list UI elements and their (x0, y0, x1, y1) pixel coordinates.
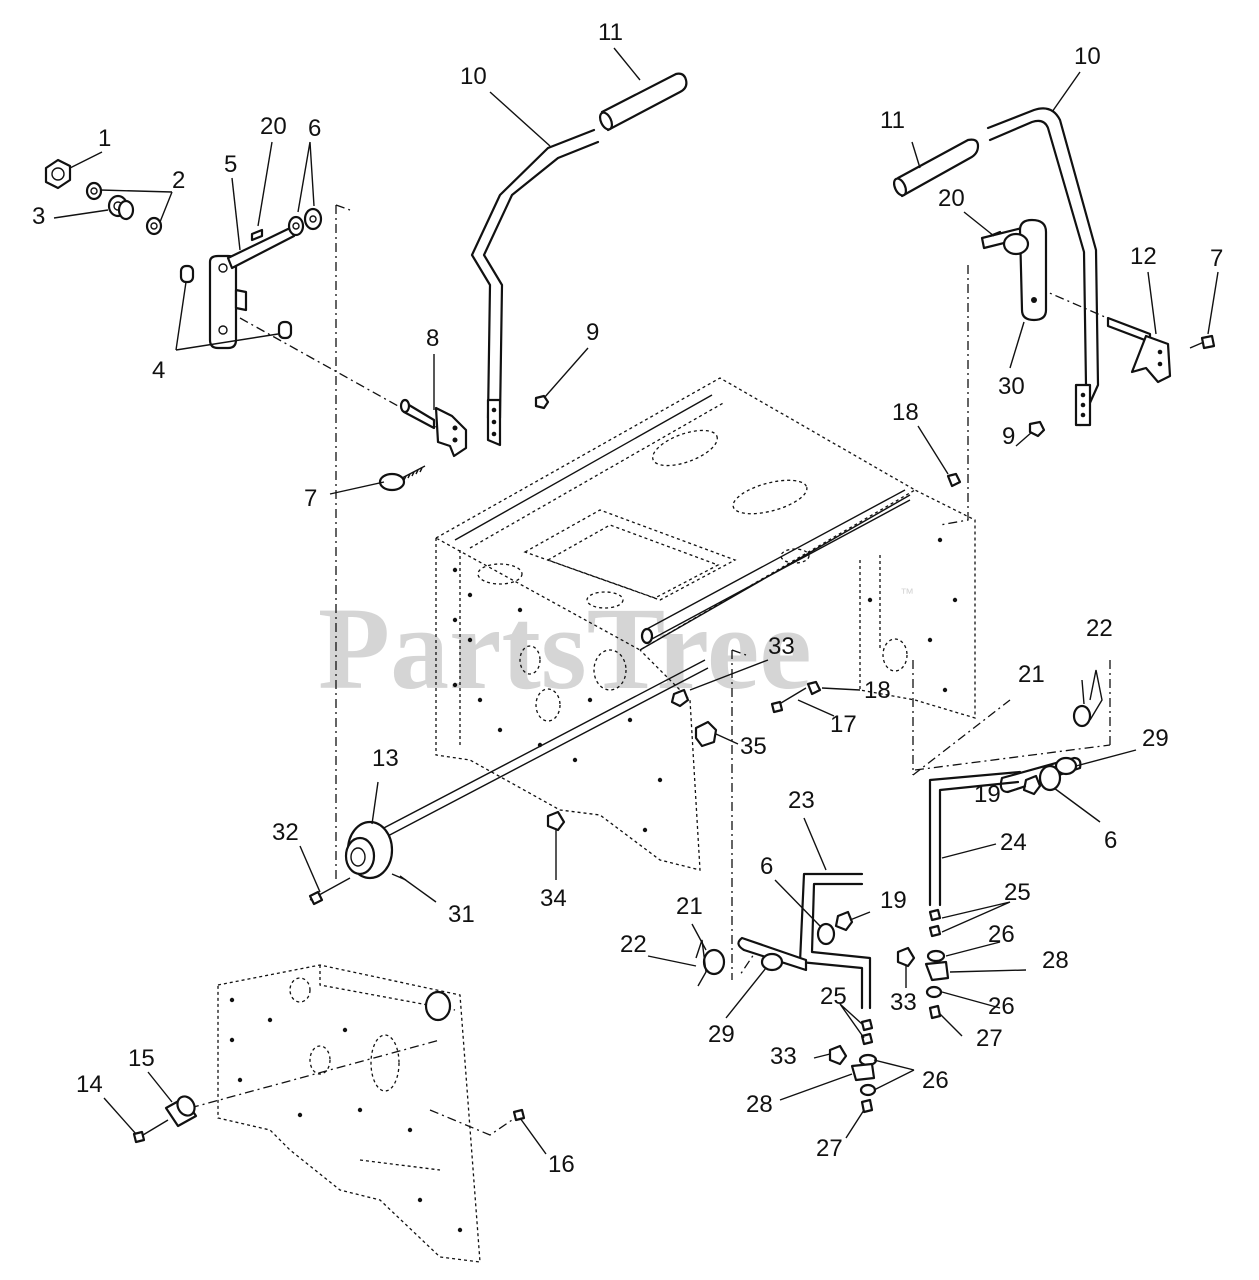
left-pivot (378, 398, 468, 492)
centre-fasteners (546, 680, 822, 832)
callout-27-centre: 27 (816, 1135, 843, 1162)
callout-27-right: 27 (976, 1025, 1003, 1052)
callout-19-right: 19 (974, 781, 1001, 808)
callout-22-centre: 22 (620, 931, 647, 958)
callout-10-left: 10 (460, 63, 487, 90)
callout-25-right: 25 (1004, 879, 1031, 906)
assembly-lines (189, 204, 1136, 1136)
callout-17: 17 (830, 711, 857, 738)
callout-35: 35 (740, 733, 767, 760)
callout-33-right: 33 (890, 989, 917, 1016)
callout-13: 13 (372, 745, 399, 772)
callout-6-right: 6 (1104, 827, 1117, 854)
bottom-left-spacer (132, 1095, 526, 1144)
callout-26-right-top: 26 (988, 921, 1015, 948)
callout-9-left: 9 (586, 319, 599, 346)
callout-7-right: 7 (1210, 245, 1223, 272)
callout-6-top: 6 (308, 115, 321, 142)
callout-19-centre: 19 (880, 887, 907, 914)
callout-22-right: 22 (1086, 615, 1113, 642)
callout-20-right: 20 (938, 185, 965, 212)
left-handle (470, 72, 688, 447)
callout-33-top: 33 (768, 633, 795, 660)
callout-31: 31 (448, 901, 475, 928)
leader-lines (53, 47, 1219, 1155)
callout-29-right: 29 (1142, 725, 1169, 752)
watermark-trademark: ™ (900, 585, 914, 601)
callout-2: 2 (172, 167, 185, 194)
callout-4: 4 (152, 357, 165, 384)
callout-14: 14 (76, 1071, 103, 1098)
callout-26-centre: 26 (922, 1067, 949, 1094)
callout-20-left: 20 (260, 113, 287, 140)
callout-28-centre: 28 (746, 1091, 773, 1118)
callout-5: 5 (224, 151, 237, 178)
callout-28-right: 28 (1042, 947, 1069, 974)
upper-left-linkage (44, 158, 323, 350)
callout-21-right: 21 (1018, 661, 1045, 688)
callout-9-right: 9 (1002, 423, 1015, 450)
callout-18-centre: 18 (864, 677, 891, 704)
watermark: PartsTree ™ (318, 583, 914, 714)
callout-6-centre: 6 (760, 853, 773, 880)
callout-29-centre: 29 (708, 1021, 735, 1048)
callout-16: 16 (548, 1151, 575, 1178)
callout-7-left: 7 (304, 485, 317, 512)
right-handle (892, 107, 1216, 488)
callout-10-right: 10 (1074, 43, 1101, 70)
callouts: 1 2 3 4 5 20 6 8 7 10 11 9 10 11 20 12 7… (32, 19, 1223, 1178)
main-frame (379, 377, 976, 871)
lower-left-frame (217, 964, 481, 1263)
watermark-text: PartsTree (318, 583, 812, 714)
right-lower-linkage (896, 669, 1103, 1020)
centre-lower-linkage (695, 872, 878, 1114)
callout-21-centre: 21 (676, 893, 703, 920)
callout-11-left: 11 (598, 19, 623, 46)
callout-23: 23 (788, 787, 815, 814)
callout-8: 8 (426, 325, 439, 352)
callout-24: 24 (1000, 829, 1027, 856)
callout-1: 1 (98, 125, 111, 152)
callout-25-centre: 25 (820, 983, 847, 1010)
callout-11-right: 11 (880, 107, 905, 134)
callout-32: 32 (272, 819, 299, 846)
bearing-flange (308, 820, 407, 906)
callout-12: 12 (1130, 243, 1157, 270)
callout-18-top: 18 (892, 399, 919, 426)
callout-15: 15 (128, 1045, 155, 1072)
callout-33-bottom: 33 (770, 1043, 797, 1070)
callout-3: 3 (32, 203, 45, 230)
callout-26-right-bottom: 26 (988, 993, 1015, 1020)
callout-30: 30 (998, 373, 1025, 400)
callout-34: 34 (540, 885, 567, 912)
